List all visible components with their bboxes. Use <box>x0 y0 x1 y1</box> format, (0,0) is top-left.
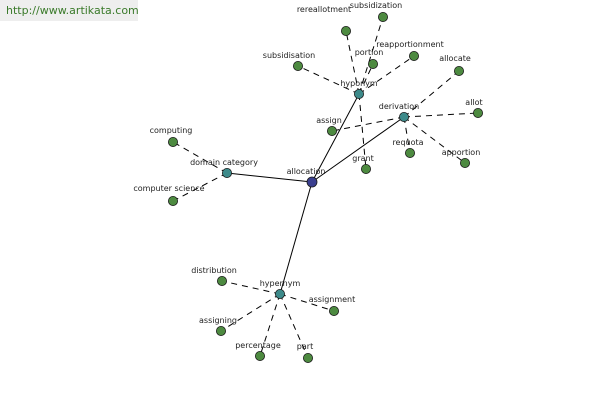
leaf-label-assign[interactable]: assign <box>316 116 342 125</box>
leaf-label-computer-science[interactable]: computer science <box>133 184 204 193</box>
leaf-node-grant[interactable] <box>360 163 371 174</box>
relation-label-domain-category[interactable]: domain category <box>190 158 258 167</box>
leaf-node-computer-science[interactable] <box>167 195 178 206</box>
leaf-label-part[interactable]: part <box>297 342 313 351</box>
relation-node-domain-category[interactable] <box>221 167 232 178</box>
leaf-node-subsidisation[interactable] <box>292 61 303 72</box>
leaf-label-allocate[interactable]: allocate <box>439 54 471 63</box>
leaf-label-reapportionment[interactable]: reapportionment <box>376 40 444 49</box>
leaf-node-distribution[interactable] <box>216 275 227 286</box>
edge-derivation-to-assign <box>331 116 405 132</box>
leaf-node-assignment[interactable] <box>328 305 339 316</box>
leaf-node-subsidization[interactable] <box>377 11 388 22</box>
edge-derivation-to-apportion <box>403 116 466 164</box>
edge-derivation-to-allot <box>403 112 479 118</box>
leaf-label-apportion[interactable]: apportion <box>442 148 481 157</box>
leaf-node-allot[interactable] <box>472 108 483 119</box>
relation-node-derivation[interactable] <box>398 112 409 123</box>
leaf-label-assignment[interactable]: assignment <box>309 295 356 304</box>
leaf-node-apportion[interactable] <box>459 157 470 168</box>
edge-hyponym-to-reapportionment <box>358 55 415 95</box>
leaf-label-allot[interactable]: allot <box>465 98 482 107</box>
leaf-node-assigning[interactable] <box>215 325 226 336</box>
leaf-label-rereallotment[interactable]: rereallotment <box>297 5 351 14</box>
edge-center-to-domain-category <box>226 172 313 183</box>
relation-label-hypernym[interactable]: hypernym <box>260 279 301 288</box>
leaf-label-percentage[interactable]: percentage <box>235 341 281 350</box>
edge-hyponym-to-subsidisation <box>297 65 360 95</box>
center-node-allocation[interactable] <box>306 176 318 188</box>
edge-hypernym-to-assigning <box>220 293 281 332</box>
relation-node-hyponym[interactable] <box>353 89 364 100</box>
leaf-label-grant[interactable]: grant <box>352 154 373 163</box>
leaf-label-subsidization[interactable]: subsidization <box>350 1 402 10</box>
leaf-label-computing[interactable]: computing <box>150 126 193 135</box>
edge-hypernym-to-part <box>279 293 309 359</box>
leaf-label-distribution[interactable]: distribution <box>191 266 237 275</box>
leaf-label-portion[interactable]: portion <box>355 48 384 57</box>
edge-hypernym-to-assignment <box>279 293 335 312</box>
edge-hypernym-to-distribution <box>221 280 281 295</box>
edge-derivation-to-requota <box>403 116 411 154</box>
leaf-node-percentage[interactable] <box>254 350 265 361</box>
leaf-label-assigning[interactable]: assigning <box>199 316 237 325</box>
leaf-node-portion[interactable] <box>367 59 378 70</box>
leaf-node-rereallotment[interactable] <box>340 25 351 36</box>
relation-label-derivation[interactable]: derivation <box>379 102 419 111</box>
leaf-node-part[interactable] <box>302 352 313 363</box>
center-label-allocation[interactable]: allocation <box>287 167 326 176</box>
leaf-label-subsidisation[interactable]: subsidisation <box>263 51 315 60</box>
edge-center-to-derivation <box>311 116 405 183</box>
relation-node-hypernym[interactable] <box>274 288 285 299</box>
leaf-node-reapportionment[interactable] <box>408 51 419 62</box>
edge-hyponym-to-subsidization <box>358 16 384 95</box>
edges-layer <box>172 16 479 359</box>
edge-center-to-hyponym <box>311 93 360 183</box>
leaf-node-requota[interactable] <box>404 147 415 158</box>
nodes-layer <box>167 11 483 363</box>
edge-derivation-to-allocate <box>403 70 460 118</box>
edge-hyponym-to-grant <box>358 93 367 170</box>
leaf-label-requota[interactable]: requota <box>392 138 423 147</box>
edge-hyponym-to-portion <box>358 63 374 95</box>
leaf-node-computing[interactable] <box>167 136 178 147</box>
leaf-node-assign[interactable] <box>326 126 337 137</box>
leaf-node-allocate[interactable] <box>453 66 464 77</box>
site-url-banner[interactable]: http://www.artikata.com <box>0 0 139 21</box>
relation-label-hyponym[interactable]: hyponym <box>340 79 378 88</box>
edge-center-to-hypernym <box>279 181 313 295</box>
